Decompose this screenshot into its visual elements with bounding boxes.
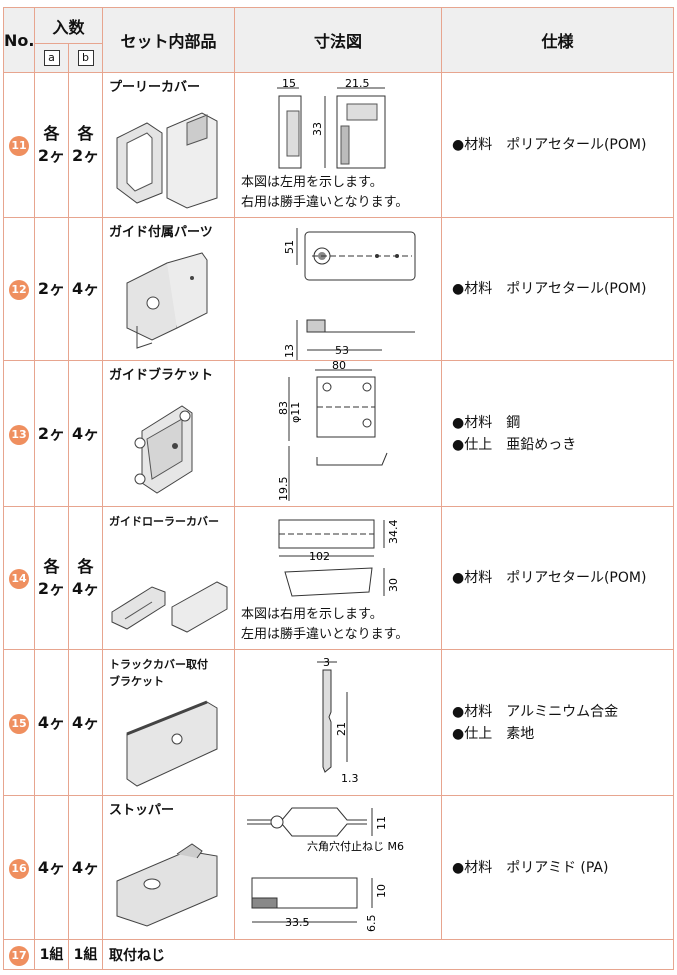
qty-b-label: b bbox=[77, 50, 94, 66]
guide-roller-cover-image bbox=[111, 581, 228, 633]
spec-line: ●材料 アルミニウム合金 bbox=[452, 703, 619, 720]
spec-line: ●材料 ポリアセタール(POM) bbox=[452, 137, 647, 153]
header-part: セット内部品 bbox=[102, 7, 236, 73]
svg-text:φ11: φ11 bbox=[289, 402, 302, 423]
header-dim: 寸法図 bbox=[234, 7, 443, 73]
track-cover-bracket-dimension-drawing: 3 21 1.3 bbox=[317, 656, 359, 785]
header-qty: 入数 bbox=[33, 7, 104, 44]
svg-text:1.3: 1.3 bbox=[341, 772, 359, 785]
table-row: 15 4ヶ 4ヶ トラックカバー取付 ブラケット 3 21 1.3 ●材料 アル… bbox=[3, 649, 675, 796]
guide-bracket-image bbox=[134, 405, 193, 494]
svg-text:13: 13 bbox=[283, 344, 296, 358]
table-row: 17 1組 1組 取付ねじ bbox=[3, 939, 675, 970]
svg-text:80: 80 bbox=[332, 361, 346, 372]
guide-parts-image bbox=[126, 252, 208, 349]
svg-text:83: 83 bbox=[277, 401, 290, 415]
qty-a-label: a bbox=[43, 50, 60, 66]
svg-text:六角穴付止ねじ M6: 六角穴付止ねじ M6 bbox=[307, 839, 404, 853]
spec-line: ●材料 ポリアセタール(POM) bbox=[452, 570, 647, 586]
part-name: ガイドローラーカバー bbox=[109, 515, 220, 528]
table-row: 12 2ヶ 4ヶ ガイド付属パーツ 51 bbox=[3, 217, 675, 361]
stopper-image bbox=[116, 843, 218, 927]
table-row: 13 2ヶ 4ヶ ガイドブラケット 80 bbox=[3, 360, 675, 507]
svg-text:15: 15 bbox=[282, 77, 296, 90]
part-name: プーリーカバー bbox=[109, 80, 201, 95]
stopper-dimension-drawing: 11 六角穴付止ねじ M6 10 6.5 33.5 bbox=[247, 807, 404, 933]
svg-text:102: 102 bbox=[309, 550, 330, 563]
header-spec: 仕様 bbox=[441, 7, 675, 73]
svg-text:33.5: 33.5 bbox=[285, 916, 310, 929]
item-number-badge: 11 bbox=[9, 136, 29, 156]
spec-line: ●仕上 素地 bbox=[452, 725, 535, 742]
svg-text:21: 21 bbox=[335, 722, 348, 736]
part-name: ガイド付属パーツ bbox=[109, 225, 213, 240]
spec-line: ●材料 ポリアセタール(POM) bbox=[452, 281, 647, 297]
part-name: ストッパー bbox=[109, 803, 175, 818]
svg-text:34.4: 34.4 bbox=[387, 520, 400, 545]
svg-text:6.5: 6.5 bbox=[365, 915, 378, 933]
pulley-cover-image bbox=[116, 112, 218, 209]
item-number-badge: 12 bbox=[9, 280, 29, 300]
svg-text:10: 10 bbox=[375, 884, 388, 898]
svg-text:21.5: 21.5 bbox=[345, 77, 370, 90]
svg-text:11: 11 bbox=[375, 816, 388, 830]
svg-text:33: 33 bbox=[311, 122, 324, 136]
svg-text:3: 3 bbox=[323, 656, 330, 669]
part-name: 取付ねじ bbox=[102, 939, 675, 970]
guide-bracket-dimension-drawing: 80 83 φ11 19.5 bbox=[277, 361, 388, 502]
guide-parts-dimension-drawing: 51 13 53 bbox=[283, 228, 416, 360]
guide-roller-cover-dimension-drawing: 34.4 102 30 bbox=[278, 519, 400, 597]
part-name: トラックカバー取付 bbox=[109, 658, 209, 671]
header-no: No. bbox=[3, 7, 35, 73]
track-cover-bracket-image bbox=[126, 700, 218, 787]
svg-text:19.5: 19.5 bbox=[277, 477, 290, 502]
spec-line: ●材料 ポリアミド (PA) bbox=[452, 859, 609, 876]
part-name: ガイドブラケット bbox=[109, 368, 214, 383]
spec-line: ●仕上 亜鉛めっき bbox=[452, 436, 577, 453]
item-number-badge: 14 bbox=[9, 569, 29, 589]
item-number-badge: 15 bbox=[9, 713, 29, 734]
table-row: 16 4ヶ 4ヶ ストッパー 11 六角穴付止ねじ M6 10 bbox=[3, 795, 675, 940]
item-number-badge: 13 bbox=[9, 424, 29, 445]
spec-line: ●材料 鋼 bbox=[452, 414, 521, 431]
item-number-badge: 16 bbox=[9, 858, 29, 879]
svg-text:30: 30 bbox=[387, 578, 400, 592]
item-number-badge: 17 bbox=[9, 945, 29, 966]
svg-text:51: 51 bbox=[283, 240, 296, 254]
svg-text:53: 53 bbox=[335, 344, 349, 357]
pulley-cover-dimension-drawing: 15 21.5 33 bbox=[277, 77, 386, 169]
